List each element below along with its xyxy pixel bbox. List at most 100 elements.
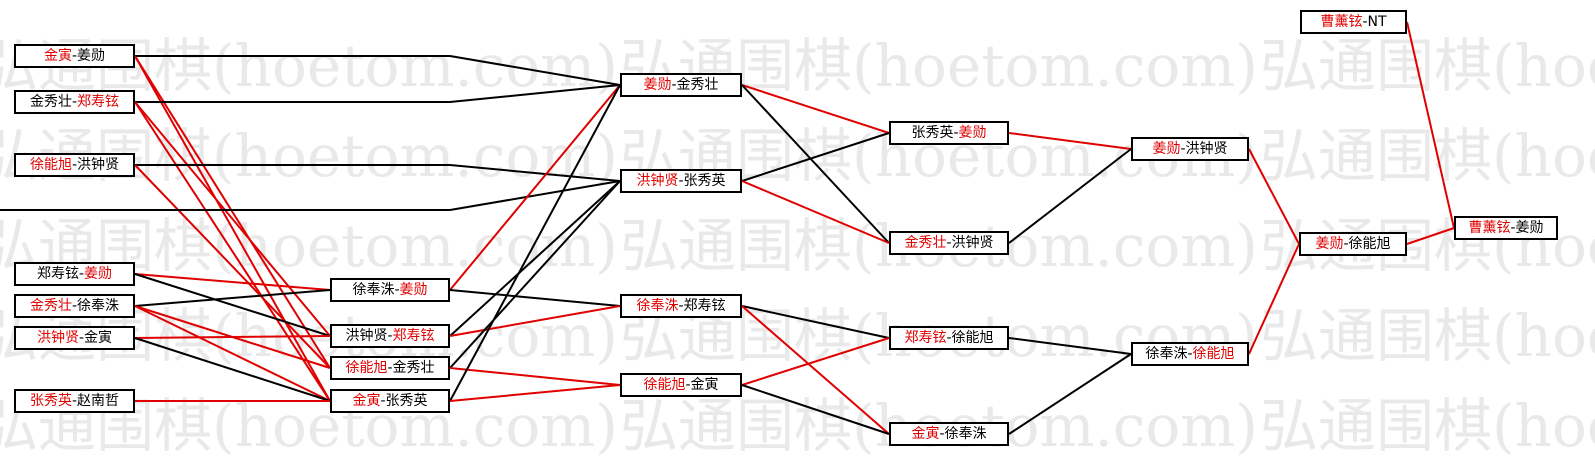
player-one: 姜勋	[1315, 236, 1344, 252]
player-two: 姜勋	[84, 266, 113, 282]
match-box: 郑寿铉-姜勋	[14, 262, 135, 286]
match-box: 徐奉洙-郑寿铉	[620, 294, 742, 318]
connector-line	[134, 101, 331, 402]
player-two: 徐能旭	[1192, 346, 1235, 362]
player-two: 徐能旭	[951, 330, 994, 346]
match-box: 张秀英-赵南哲	[14, 389, 135, 413]
connector-line	[1248, 148, 1300, 245]
match-box: 姜勋-金秀壮	[620, 73, 742, 97]
connector-line	[1008, 132, 1132, 150]
connector-line	[134, 335, 331, 339]
match-box: 洪钟贤-金寅	[14, 326, 135, 350]
player-one: 张秀英	[911, 125, 954, 141]
player-two: 郑寿铉	[392, 328, 435, 344]
match-box: 徐能旭-洪钟贤	[14, 153, 135, 177]
connector-line	[134, 273, 331, 337]
connector-line	[134, 273, 331, 291]
player-two: 郑寿铉	[683, 298, 726, 314]
player-one: 郑寿铉	[904, 330, 947, 346]
connector-line	[134, 305, 331, 402]
connector-line	[134, 337, 331, 402]
player-one: 徐奉洙	[636, 298, 679, 314]
player-two: 金秀壮	[392, 360, 435, 376]
player-one: 姜勋	[1152, 141, 1181, 157]
connector-line	[1008, 148, 1132, 244]
player-two: 金寅	[84, 330, 113, 346]
match-box: 金寅-张秀英	[330, 389, 450, 413]
connector-line	[449, 180, 621, 337]
player-two: 金秀壮	[676, 77, 719, 93]
player-one: 徐奉洙	[1145, 346, 1188, 362]
player-two: 姜勋	[399, 282, 428, 298]
match-box: 徐能旭-金寅	[620, 373, 742, 397]
player-one: 姜勋	[643, 77, 672, 93]
connector-line	[449, 84, 621, 291]
connector-line	[1008, 337, 1132, 355]
player-two: 郑寿铉	[77, 94, 120, 110]
match-box: 姜勋-洪钟贤	[1131, 137, 1249, 161]
player-one: 徐能旭	[643, 377, 686, 393]
connector-line	[449, 367, 621, 386]
player-one: 金寅	[352, 393, 381, 409]
player-two: 洪钟贤	[1185, 141, 1228, 157]
player-one: 金秀壮	[29, 298, 72, 314]
connector-line	[449, 84, 621, 402]
player-two: 姜勋	[958, 125, 987, 141]
player-two: 徐奉洙	[77, 298, 120, 314]
connector-line	[449, 180, 621, 211]
match-box: 洪钟贤-张秀英	[620, 169, 742, 193]
player-two: 洪钟贤	[951, 235, 994, 251]
connector-line	[741, 305, 890, 339]
connector-line	[134, 289, 331, 307]
player-two: 洪钟贤	[77, 157, 120, 173]
match-box: 金寅-徐奉洙	[889, 422, 1009, 446]
connector-line	[741, 384, 890, 435]
player-two: 徐能旭	[1348, 236, 1391, 252]
player-one: 洪钟贤	[36, 330, 79, 346]
connector-line	[449, 384, 621, 402]
connector-line	[134, 164, 331, 369]
connector-line	[741, 180, 890, 244]
player-one: 金寅	[43, 48, 72, 64]
connector-line	[134, 101, 331, 337]
match-box: 洪钟贤-郑寿铉	[330, 324, 450, 348]
player-one: 金寅	[911, 426, 940, 442]
player-two: 徐奉洙	[944, 426, 987, 442]
match-box: 金秀壮-郑寿铉	[14, 90, 135, 114]
player-one: 徐能旭	[29, 157, 72, 173]
connector-line	[741, 337, 890, 386]
player-one: 张秀英	[29, 393, 72, 409]
connector-line	[741, 84, 890, 244]
connector-line	[449, 164, 621, 182]
connector-line	[134, 55, 331, 369]
player-one: 曹薰铉	[1320, 14, 1363, 30]
player-one: 曹薰铉	[1468, 220, 1511, 236]
player-two: 张秀英	[683, 173, 726, 189]
connector-line	[449, 305, 621, 337]
player-one: 金秀壮	[29, 94, 72, 110]
connector-line	[1406, 227, 1455, 245]
connector-line	[134, 55, 331, 402]
player-one: 洪钟贤	[345, 328, 388, 344]
match-box: 金秀壮-洪钟贤	[889, 231, 1009, 255]
connector-line	[741, 84, 890, 134]
match-box: 金秀壮-徐奉洙	[14, 294, 135, 318]
connector-line	[449, 55, 621, 86]
connector-line	[449, 84, 621, 103]
connector-line	[449, 289, 621, 307]
player-one: 洪钟贤	[636, 173, 679, 189]
player-two: 张秀英	[385, 393, 428, 409]
player-one: 徐能旭	[345, 360, 388, 376]
connector-line	[1248, 243, 1300, 355]
connector-line	[741, 305, 890, 435]
match-box: 曹薰铉-姜勋	[1454, 216, 1558, 240]
connector-line	[1008, 353, 1132, 435]
match-box: 曹薰铉-NT	[1300, 10, 1407, 34]
match-box: 郑寿铉-徐能旭	[889, 326, 1009, 350]
player-two: 金寅	[690, 377, 719, 393]
connector-line	[1406, 21, 1455, 229]
match-box: 姜勋-徐能旭	[1299, 232, 1407, 256]
player-one: 郑寿铉	[36, 266, 79, 282]
connector-line	[449, 180, 621, 369]
